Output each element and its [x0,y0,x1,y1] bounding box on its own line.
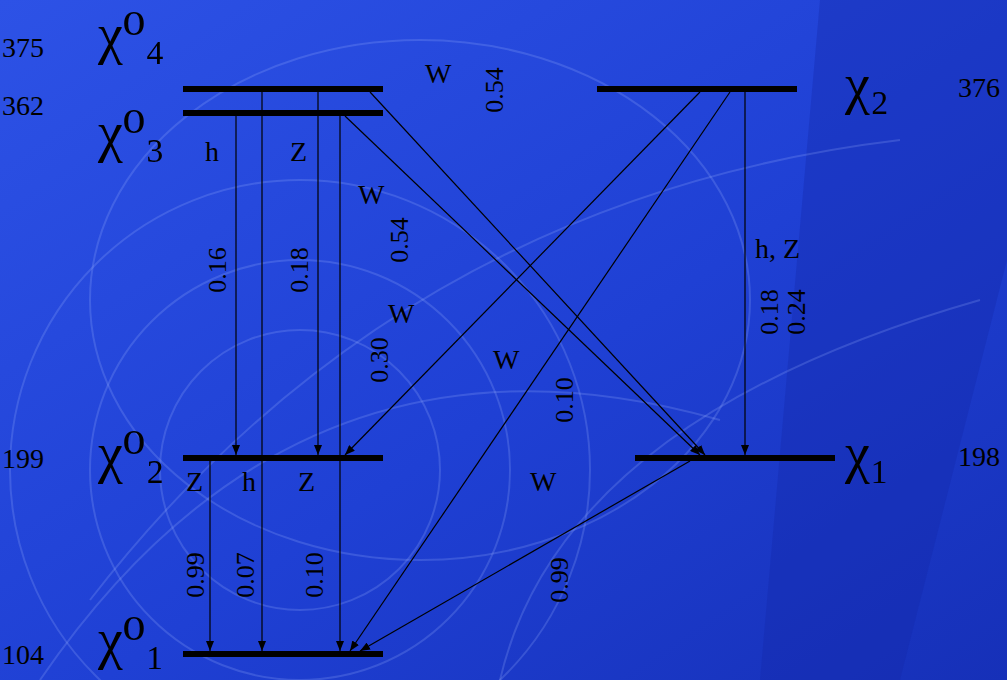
decay-arrow [744,92,745,455]
branching-ratio: 0.10 [552,377,578,423]
boson-label: W [388,300,414,328]
boson-label: h [242,468,256,496]
decay-arrow [360,461,690,651]
decay-arrow [345,116,700,455]
branching-ratio: 0.99 [547,557,573,603]
boson-label: Z [290,138,307,166]
decay-arrow [235,116,236,455]
mass-value: 198 [958,443,1000,471]
boson-label: W [530,468,556,496]
mass-value: 104 [2,641,44,669]
branching-ratio: 0.16 [205,247,231,293]
branching-ratio: 0.07 [233,552,259,598]
decay-arrow [350,92,730,651]
boson-label: Z [186,468,203,496]
particle-symbol: χ⁰₂ [98,425,165,481]
branching-ratio: 0.54 [387,217,413,263]
branching-ratio: 0.54 [482,67,508,113]
particle-symbol: χ⁰₁ [98,611,165,667]
mass-value: 376 [958,74,1000,102]
branching-ratio: 0.18 [287,247,313,293]
mass-value: 375 [2,34,44,62]
boson-label: Z [298,468,315,496]
energy-level: χ₂376 [597,86,797,92]
energy-level: 199χ⁰₂ [183,455,383,461]
branching-ratio: 0.18 [757,289,783,335]
energy-level: 104χ⁰₁ [183,651,383,657]
boson-label: W [493,346,519,374]
boson-label: h, Z [755,235,800,263]
decay-arrow [261,92,262,651]
decay-arrow [345,92,700,455]
decay-arrow [209,461,210,651]
particle-symbol: χ⁰₃ [98,104,165,160]
boson-label: W [358,181,384,209]
branching-ratio: 0.99 [183,552,209,598]
branching-ratio: 0.30 [367,337,393,383]
boson-label: W [425,60,451,88]
boson-label: h [205,138,219,166]
particle-symbol: χ₂ [845,56,889,112]
branching-ratio: 0.24 [784,289,810,335]
decay-arrow [317,92,318,455]
mass-value: 362 [2,92,44,120]
branching-ratio: 0.10 [302,552,328,598]
decay-arrow [370,92,705,455]
mass-value: 199 [2,445,44,473]
particle-symbol: χ⁰₄ [98,6,165,62]
energy-level: χ₁198 [635,455,835,461]
decay-arrow [339,116,340,651]
energy-level: 375χ⁰₄ [183,86,383,92]
particle-symbol: χ₁ [845,425,889,481]
energy-level: 362χ⁰₃ [183,110,383,116]
